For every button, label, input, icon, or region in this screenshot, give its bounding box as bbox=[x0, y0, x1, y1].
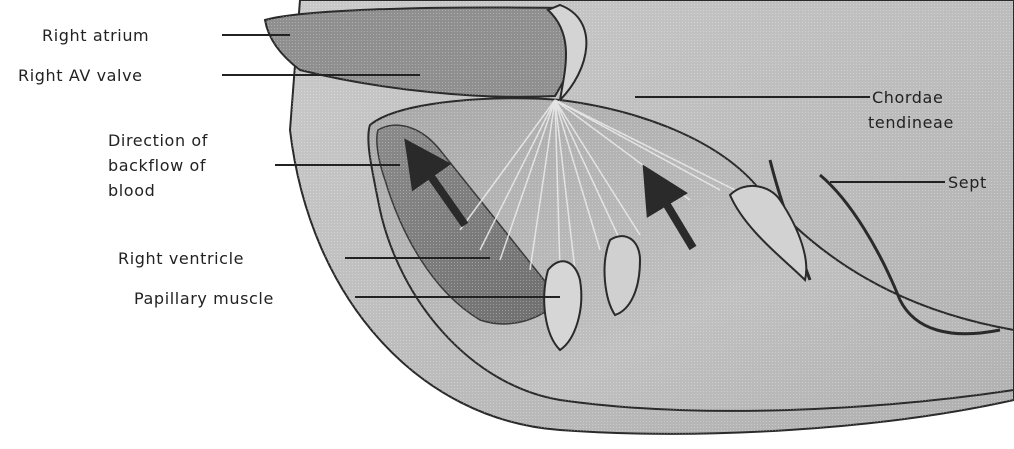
label-direction-line3: blood bbox=[108, 181, 155, 200]
label-chordae-line1: Chordae bbox=[872, 88, 943, 107]
label-papillary-muscle: Papillary muscle bbox=[134, 289, 274, 308]
label-right-av-valve: Right AV valve bbox=[18, 66, 143, 85]
label-right-atrium: Right atrium bbox=[42, 26, 149, 45]
label-direction-line1: Direction of bbox=[108, 131, 208, 150]
label-right-ventricle: Right ventricle bbox=[118, 249, 244, 268]
label-direction-line2: backflow of bbox=[108, 156, 206, 175]
label-septum: Sept bbox=[948, 173, 987, 192]
label-chordae-line2: tendineae bbox=[868, 113, 954, 132]
